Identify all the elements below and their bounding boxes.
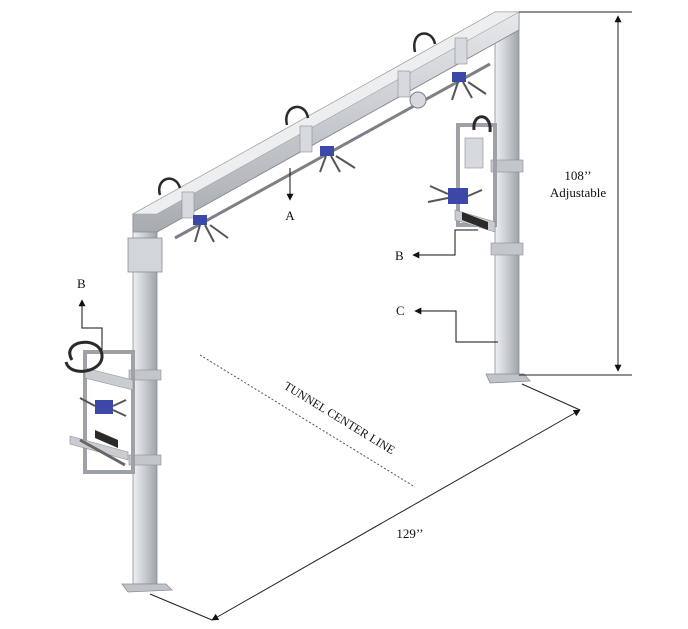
centerline-label: TUNNEL CENTER LINE [281, 379, 397, 458]
callout-a: A [285, 208, 295, 223]
top-beam [131, 11, 521, 240]
height-note: Adjustable [550, 185, 607, 200]
callout-b-right-leader [412, 229, 478, 259]
height-dimension [519, 11, 632, 376]
left-column [121, 213, 173, 593]
left-side-assembly [64, 340, 135, 474]
centerline-dashed [199, 354, 416, 488]
right-side-assembly [427, 115, 497, 233]
width-value: 129’’ [396, 526, 423, 541]
callout-b-right: B [395, 248, 404, 263]
right-column [485, 11, 531, 384]
callout-b-left: B [77, 276, 86, 291]
callout-c-leader [414, 307, 498, 343]
callout-c: C [396, 303, 405, 318]
beam-nozzle-1 [193, 215, 229, 243]
height-value: 108’’ [564, 168, 591, 183]
callout-b-left-leader [78, 299, 103, 350]
beam-nozzle-2 [319, 146, 356, 173]
beam-hose-loops [157, 32, 437, 196]
width-dimension [149, 383, 581, 621]
height-label-bg [548, 166, 610, 204]
beam-nozzle-3 [409, 72, 487, 109]
